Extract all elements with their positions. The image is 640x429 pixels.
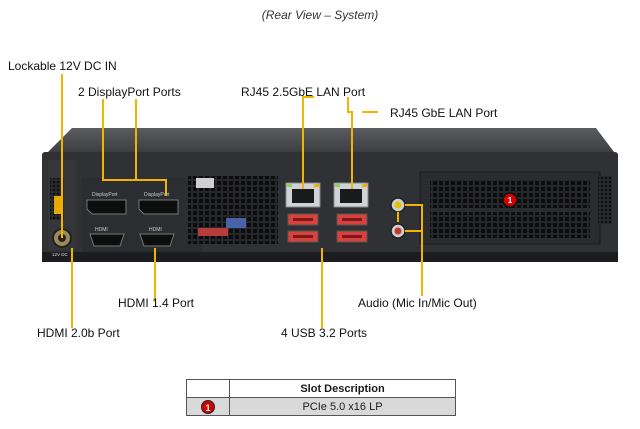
slot-badge-icon (502, 192, 518, 208)
hdmi1-text: HDMI (95, 227, 108, 233)
table-header-description: Slot Description (229, 379, 456, 398)
table-row: 1 PCIe 5.0 x16 LP (186, 397, 456, 416)
hdmi-port-1 (89, 233, 125, 247)
hdmi-port-2 (139, 233, 175, 247)
label-rj45-25gbe: RJ45 2.5GbE LAN Port (241, 85, 366, 99)
slot-badge-number: 1 (508, 196, 513, 205)
chassis-top (46, 128, 614, 154)
label-hdmi14: HDMI 1.4 Port (118, 296, 195, 310)
slot-number-badge: 1 (201, 399, 215, 414)
table-header-row: Slot Description (186, 379, 456, 398)
table-header-num (186, 379, 230, 398)
dp1-text: DisplayPort (92, 192, 118, 198)
displayport-2 (138, 199, 179, 215)
slot-description-table: Slot Description 1 PCIe 5.0 x16 LP (186, 379, 456, 416)
label-usb: 4 USB 3.2 Ports (281, 326, 368, 340)
label-rj45-gbe: RJ45 GbE LAN Port (390, 106, 498, 120)
label-displayport: 2 DisplayPort Ports (78, 85, 181, 99)
leader-lines (61, 74, 423, 328)
table-cell-num: 1 (186, 397, 230, 416)
table-cell-description: PCIe 5.0 x16 LP (229, 397, 456, 416)
label-dc-in: Lockable 12V DC IN (8, 59, 117, 73)
displayport-1 (86, 199, 127, 215)
hdmi2-text: HDMI (149, 227, 162, 233)
dp2-text: DisplayPort (144, 192, 170, 198)
label-audio: Audio (Mic In/Mic Out) (358, 296, 477, 310)
yellow-latch (54, 196, 62, 214)
figure-caption: (Rear View – System) (261, 8, 379, 22)
dc-port-label: 12V DC (52, 252, 69, 257)
label-hdmi20: HDMI 2.0b Port (37, 326, 120, 340)
